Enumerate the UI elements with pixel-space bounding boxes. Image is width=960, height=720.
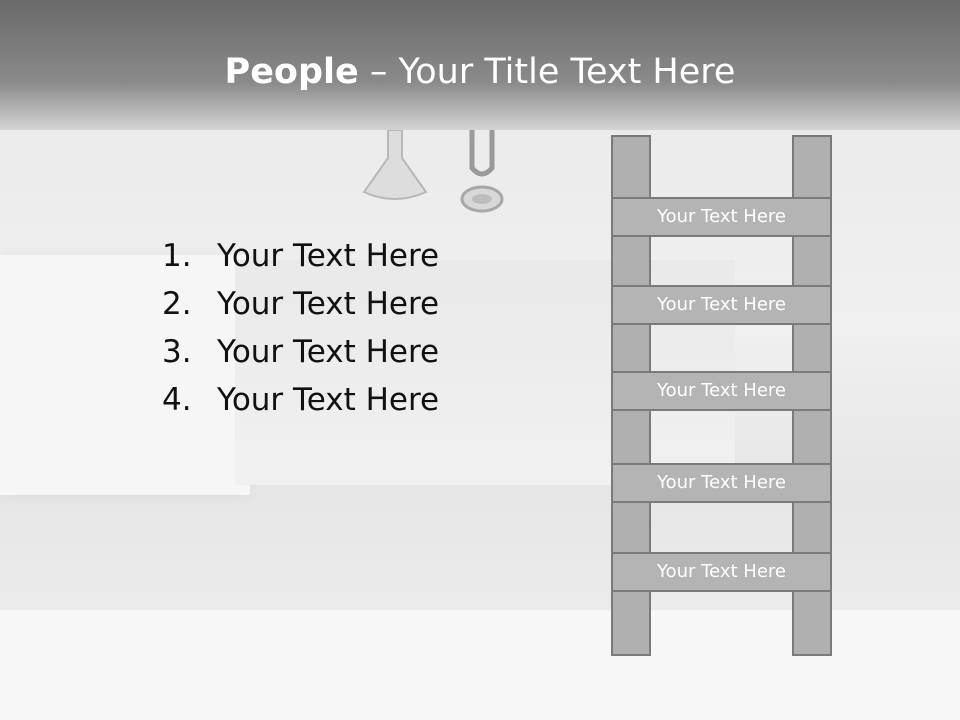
- list-text: Your Text Here: [217, 334, 440, 370]
- slide-title: People – Your Title Text Here: [0, 52, 960, 92]
- ladder-rung-4: Your Text Here: [611, 463, 832, 503]
- ladder-graphic: Your Text Here Your Text Here Your Text …: [611, 135, 834, 658]
- background-wall-panel: [0, 255, 250, 495]
- list-item: 3. Your Text Here: [162, 328, 439, 376]
- ladder-rung-1: Your Text Here: [611, 197, 832, 237]
- list-text: Your Text Here: [217, 286, 440, 322]
- list-number: 3.: [162, 334, 192, 370]
- title-bar: [0, 0, 960, 150]
- list-item: 4. Your Text Here: [162, 376, 439, 424]
- list-item: 1. Your Text Here: [162, 232, 439, 280]
- list-number: 4.: [162, 382, 192, 418]
- list-text: Your Text Here: [217, 382, 440, 418]
- ladder-rung-2: Your Text Here: [611, 285, 832, 325]
- list-number: 1.: [162, 238, 192, 274]
- numbered-list: 1. Your Text Here 2. Your Text Here 3. Your…: [162, 232, 439, 424]
- title-bold: People: [224, 52, 359, 92]
- list-item: 2. Your Text Here: [162, 280, 439, 328]
- faucet-image: [362, 130, 428, 200]
- list-text: Your Text Here: [217, 238, 440, 274]
- title-rest: – Your Title Text Here: [358, 52, 736, 92]
- drain-image: [460, 185, 504, 213]
- ladder-rung-3: Your Text Here: [611, 371, 832, 411]
- tap-image: [469, 130, 495, 177]
- list-number: 2.: [162, 286, 192, 322]
- ladder-rung-5: Your Text Here: [611, 552, 832, 592]
